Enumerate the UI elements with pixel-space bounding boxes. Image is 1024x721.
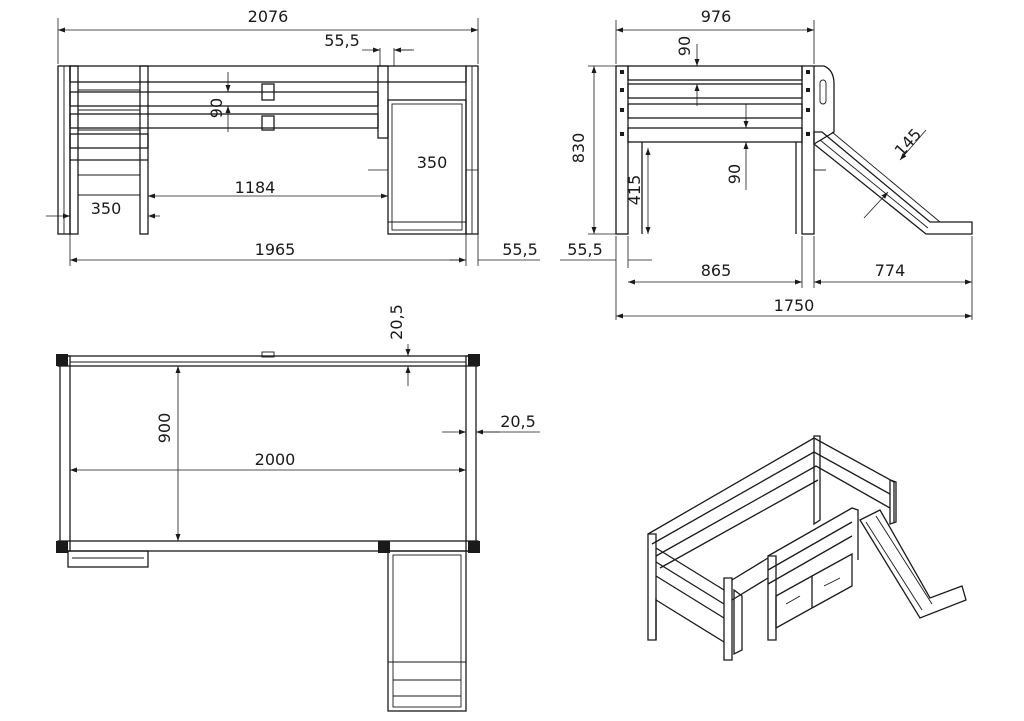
- dim-rail-spacing: 90: [207, 98, 226, 118]
- dim-inner-length: 1965: [255, 240, 296, 259]
- dim-opening-length: 1184: [235, 178, 276, 197]
- dim-mattress-length: 2000: [255, 450, 296, 469]
- dim-post-side: 20,5: [500, 412, 536, 431]
- dim-end-offset: 55,5: [502, 240, 538, 259]
- side-view: 976 90: [560, 7, 973, 320]
- dim-overall-width: 976: [701, 7, 732, 26]
- dim-mattress-width: 900: [155, 413, 174, 444]
- dim-frame-width: 865: [701, 261, 732, 280]
- dim-rail-spacing-top: 90: [675, 36, 694, 56]
- dim-under-height: 415: [625, 175, 644, 206]
- dim-total-width: 1750: [774, 296, 815, 315]
- top-view: 20,5 900 20,5 2000: [56, 304, 540, 712]
- dim-lower-rail-spacing: 90: [725, 164, 744, 184]
- front-view: 2076 55,5: [46, 7, 540, 266]
- dim-ladder-width: 350: [91, 199, 122, 218]
- dim-height: 830: [569, 133, 588, 164]
- dim-post-top: 20,5: [387, 304, 406, 340]
- dim-slide-board: 145: [891, 125, 926, 160]
- dim-slide-projection: 774: [875, 261, 906, 280]
- dim-overall-length: 2076: [248, 7, 289, 26]
- dim-offset-left: 55,5: [567, 240, 603, 259]
- isometric-bed-icon: [647, 435, 967, 661]
- dim-ladder-width-top: 55,5: [324, 31, 360, 50]
- dim-slide-width: 350: [417, 153, 448, 172]
